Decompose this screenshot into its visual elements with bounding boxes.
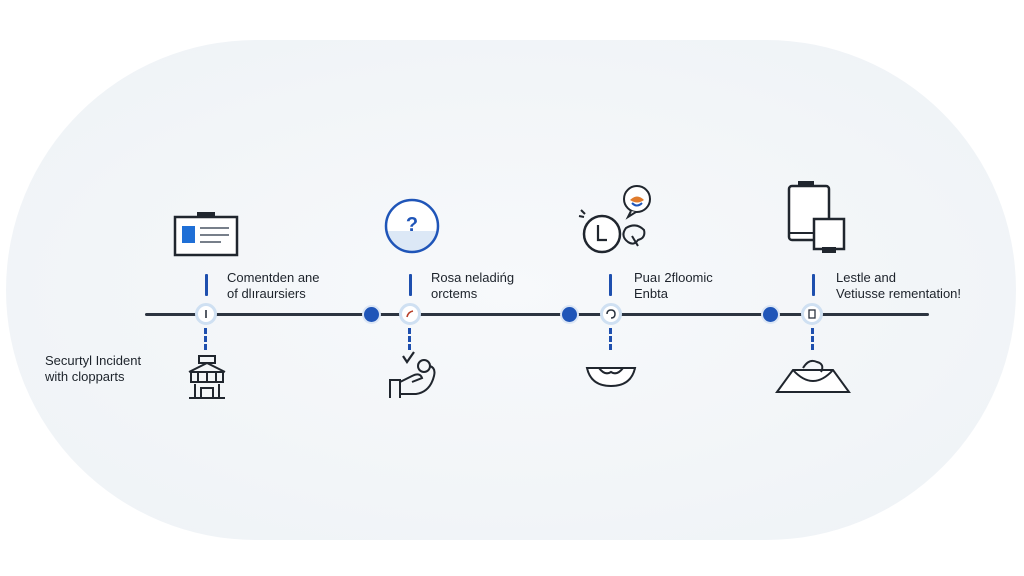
- connector-line-up: [205, 274, 208, 296]
- connector-line-up: [812, 274, 815, 296]
- connector-line-down: [408, 328, 411, 350]
- arrow-icon: [406, 310, 414, 318]
- question-circle-icon: ?: [384, 198, 440, 254]
- connector-dot-3: [763, 307, 778, 322]
- tray-icon: [775, 359, 851, 393]
- network-device-icon: [188, 355, 226, 399]
- timeline-node-2[interactable]: [399, 303, 421, 325]
- timeline-node-4[interactable]: [801, 303, 823, 325]
- connector-line-up: [409, 274, 412, 296]
- timeline-axis: [145, 313, 929, 316]
- stage-3-label: Puaı 2floomic Enbta: [634, 270, 713, 301]
- stage-4-label: Lestle and Vetiusse rementation!: [836, 270, 962, 301]
- connector-line-down: [204, 328, 207, 350]
- bowl-icon: [585, 367, 637, 388]
- svg-text:?: ?: [406, 214, 418, 236]
- stage-2-label: Rosa neladińg orctems: [431, 270, 515, 301]
- stage-1-label: Comentden ane of dlıraursiers: [227, 270, 320, 301]
- devices-icon: [787, 181, 846, 253]
- hand-check-icon: [389, 351, 436, 398]
- clock-chat-icon: [578, 185, 651, 254]
- connector-dot-2: [562, 307, 577, 322]
- id-card-icon: [173, 212, 239, 257]
- connector-dot-1: [364, 307, 379, 322]
- connector-line-down: [609, 328, 612, 350]
- connector-line-down: [811, 328, 814, 350]
- timeline-node-1[interactable]: [195, 303, 217, 325]
- incident-label: Securtyl Incident with clopparts: [45, 353, 142, 384]
- background-panel: [6, 40, 1016, 540]
- connector-line-up: [609, 274, 612, 296]
- timeline-node-3[interactable]: [600, 303, 622, 325]
- info-icon: [205, 310, 207, 318]
- refresh-icon: [606, 309, 616, 319]
- document-icon: [808, 309, 816, 319]
